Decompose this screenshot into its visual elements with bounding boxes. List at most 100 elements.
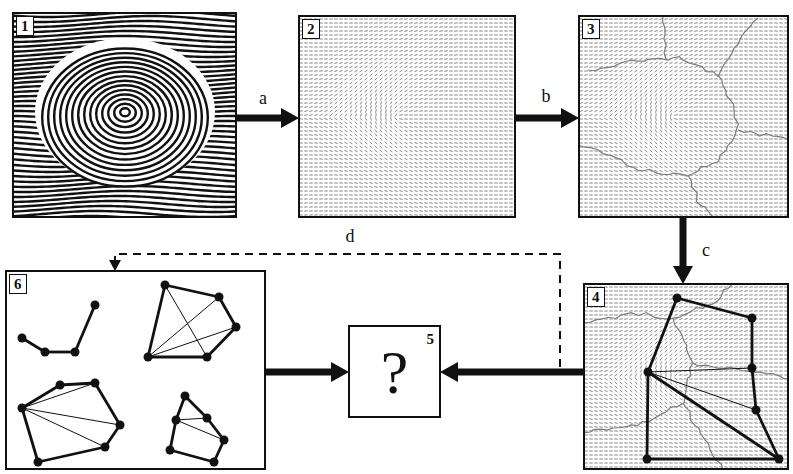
graph-vertex — [203, 353, 212, 362]
graph-edge — [752, 368, 756, 410]
relational-graphs — [18, 281, 784, 467]
graph-edge-thin — [165, 285, 207, 357]
graph-vertex — [91, 379, 100, 388]
graph-vertex — [34, 458, 43, 467]
orientation-field — [585, 285, 787, 468]
graph-edge-thin — [648, 372, 756, 410]
step-letter: b — [540, 86, 553, 106]
graph-vertex — [752, 406, 761, 415]
graph-vertex — [41, 348, 50, 357]
graph-vertex — [203, 414, 212, 423]
graph-vertex — [91, 301, 100, 310]
graph-vertex — [166, 446, 175, 455]
graph-edge — [185, 396, 207, 418]
graph-edge — [648, 298, 677, 372]
attributed-graph — [18, 301, 100, 357]
image-panel: ?5 — [348, 325, 441, 418]
panel-number: 6 — [9, 274, 27, 294]
graph-edge-thin — [22, 408, 120, 425]
region-boundary — [688, 175, 718, 216]
orientation-field — [580, 17, 787, 216]
ridge-loop — [78, 76, 172, 154]
region-boundary — [585, 318, 693, 433]
graph-vertex — [172, 416, 181, 425]
graph-edge — [38, 447, 105, 462]
graph-vertex — [220, 436, 229, 445]
graph-vertex — [71, 348, 80, 357]
region-boundary — [580, 75, 738, 176]
ridge-loop — [108, 99, 142, 127]
image-panel: 1 — [12, 12, 237, 218]
graph-vertex — [775, 455, 784, 464]
step-letter: c — [700, 240, 712, 260]
panel-number: 3 — [582, 19, 600, 39]
orientation-field — [300, 19, 513, 216]
fingerprint-image — [14, 14, 235, 216]
graph-edge-thin — [22, 408, 105, 447]
block-arrow — [516, 115, 561, 122]
graph-edge — [219, 297, 236, 327]
graph-edge — [60, 383, 95, 385]
graph-edge — [22, 385, 60, 408]
graph-vertex — [748, 314, 757, 323]
ridge-loop — [42, 49, 208, 187]
ridge-loop — [102, 95, 148, 133]
graph-edge — [170, 420, 176, 450]
graph-vertex — [748, 364, 757, 373]
direction-dashes — [300, 19, 513, 216]
panel-number: 4 — [587, 287, 605, 307]
step-letter: d — [344, 226, 357, 246]
graph-vertex — [18, 334, 27, 343]
graph-edge — [677, 298, 752, 318]
graph-edge — [207, 327, 236, 357]
graph-vertex — [116, 421, 125, 430]
ridge-loop — [48, 53, 202, 181]
graph-edge — [170, 450, 214, 462]
region-boundary — [663, 17, 667, 59]
graph-vertex — [18, 404, 27, 413]
graph-edge-thin — [176, 418, 207, 420]
panel-number: 2 — [302, 19, 320, 39]
graph-edge — [751, 318, 754, 368]
graph-edge — [22, 408, 38, 462]
graph-edge — [648, 372, 779, 459]
graph-edge — [148, 356, 207, 359]
region-boundary — [585, 285, 733, 323]
ridge-loop — [54, 58, 196, 176]
graph-vertex — [673, 294, 682, 303]
image-panel: 3 — [578, 15, 789, 218]
panel-number: 1 — [16, 16, 34, 36]
ridge-loop — [114, 104, 136, 122]
ridge-loop — [120, 108, 130, 116]
region-boundary — [693, 363, 787, 379]
graph-vertex — [210, 458, 219, 467]
ridge-loop — [72, 72, 178, 160]
graph-vertex — [232, 323, 241, 332]
graph-edge — [647, 458, 779, 461]
ridge-loop — [66, 67, 184, 165]
image-panel: 6 — [5, 270, 266, 470]
graph-edge — [75, 305, 95, 352]
graph-vertex — [161, 281, 170, 290]
ridge-loop — [96, 90, 154, 138]
block-arrow — [237, 115, 281, 122]
region-boundary — [738, 130, 787, 140]
ridge-loop — [60, 62, 190, 170]
graph-vertex — [101, 443, 110, 452]
unknown-mark: ? — [350, 341, 439, 403]
core-ground — [35, 38, 215, 186]
step-letter: a — [257, 88, 269, 108]
graph-edge — [165, 285, 219, 297]
graph-vertex — [144, 353, 153, 362]
block-arrow — [266, 369, 331, 376]
graph-vertex — [56, 381, 65, 390]
attributed-graph — [166, 392, 229, 467]
block-arrow — [458, 369, 583, 376]
graph-vertex — [643, 455, 652, 464]
ridge-loop — [84, 81, 166, 149]
image-panel: 4 — [583, 283, 789, 470]
graph-vertex — [644, 368, 653, 377]
graph-edge — [95, 383, 120, 425]
